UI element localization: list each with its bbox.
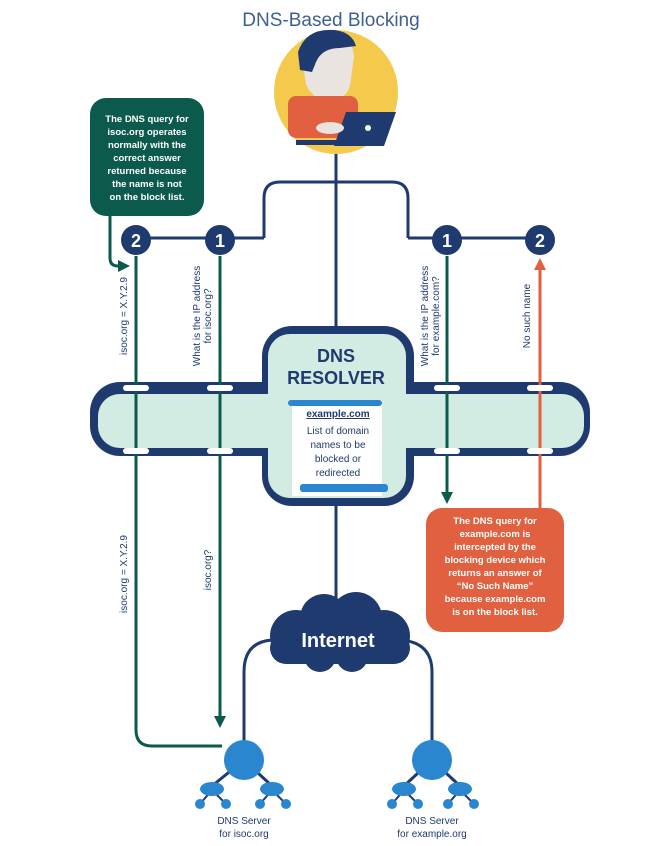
isoc-flows bbox=[108, 214, 453, 748]
user-laptop-icon bbox=[274, 29, 398, 154]
step-marker-right-2: 2 bbox=[525, 225, 555, 255]
callout-example-line: blocking device which bbox=[445, 555, 546, 566]
callout-isoc-line: normally with the bbox=[108, 140, 186, 151]
label-left-query-bottom: isoc.org? bbox=[203, 549, 214, 590]
callout-isoc-line: The DNS query for bbox=[105, 114, 189, 125]
callout-example-line: intercepted by the bbox=[454, 542, 536, 553]
step-marker-left-1: 1 bbox=[205, 225, 235, 255]
block-list-line-2: names to be bbox=[310, 440, 365, 451]
callout-isoc-line: correct answer bbox=[113, 153, 181, 164]
block-list-line-1: List of domain bbox=[307, 426, 369, 437]
server-network-icon bbox=[387, 740, 479, 809]
step-label: 1 bbox=[215, 231, 225, 251]
label-right-query-top-1: What is the IP address bbox=[420, 266, 431, 366]
resolver-title-line1: DNS bbox=[317, 346, 355, 366]
server-left-label-2: for isoc.org bbox=[219, 829, 268, 840]
label-left-answer-bottom: isoc.org = X.Y.2.9 bbox=[119, 535, 130, 613]
callout-example-line: example.com is bbox=[460, 529, 531, 540]
internet-label: Internet bbox=[301, 630, 375, 652]
diagram-title: DNS-Based Blocking bbox=[242, 10, 419, 31]
block-list-icon bbox=[288, 400, 388, 496]
server-left-label-1: DNS Server bbox=[217, 816, 271, 827]
callout-isoc-line: on the block list. bbox=[110, 192, 185, 203]
step-label: 1 bbox=[442, 231, 452, 251]
block-list-title: example.com bbox=[306, 409, 369, 420]
callout-isoc-line: isoc.org operates bbox=[107, 127, 186, 138]
server-right-label-1: DNS Server bbox=[405, 816, 459, 827]
server-network-icon bbox=[195, 740, 291, 809]
callout-example-line: is on the block list. bbox=[452, 607, 538, 618]
step-marker-left-2: 2 bbox=[121, 225, 151, 255]
label-left-query-top-1: What is the IP address bbox=[192, 266, 203, 366]
step-marker-right-1: 1 bbox=[432, 225, 462, 255]
label-left-answer-top: isoc.org = X.Y.2.9 bbox=[119, 277, 130, 355]
server-right-label-2: for example.org bbox=[397, 829, 466, 840]
callout-example-line: “No Such Name” bbox=[457, 581, 534, 592]
block-list-line-3: blocked or bbox=[315, 454, 362, 465]
label-left-query-top-2: for isoc.org? bbox=[203, 288, 214, 343]
label-right-answer-top: No such name bbox=[522, 283, 533, 348]
block-list-line-4: redirected bbox=[316, 468, 360, 479]
callout-isoc-line: the name is not bbox=[112, 179, 183, 190]
callout-example: The DNS query for example.com is interce… bbox=[426, 508, 564, 632]
resolver-ports bbox=[123, 385, 553, 454]
cloud-icon bbox=[270, 592, 410, 672]
callout-isoc-line: returned because bbox=[107, 166, 186, 177]
resolver-title-line2: RESOLVER bbox=[287, 368, 385, 388]
callout-example-line: because example.com bbox=[445, 594, 546, 605]
callout-example-line: The DNS query for bbox=[453, 516, 537, 527]
callout-example-line: returns an answer of bbox=[448, 568, 542, 579]
step-label: 2 bbox=[535, 231, 545, 251]
label-right-query-top-2: for example.com? bbox=[431, 276, 442, 356]
step-label: 2 bbox=[131, 231, 141, 251]
callout-isoc: The DNS query for isoc.org operates norm… bbox=[90, 98, 204, 216]
